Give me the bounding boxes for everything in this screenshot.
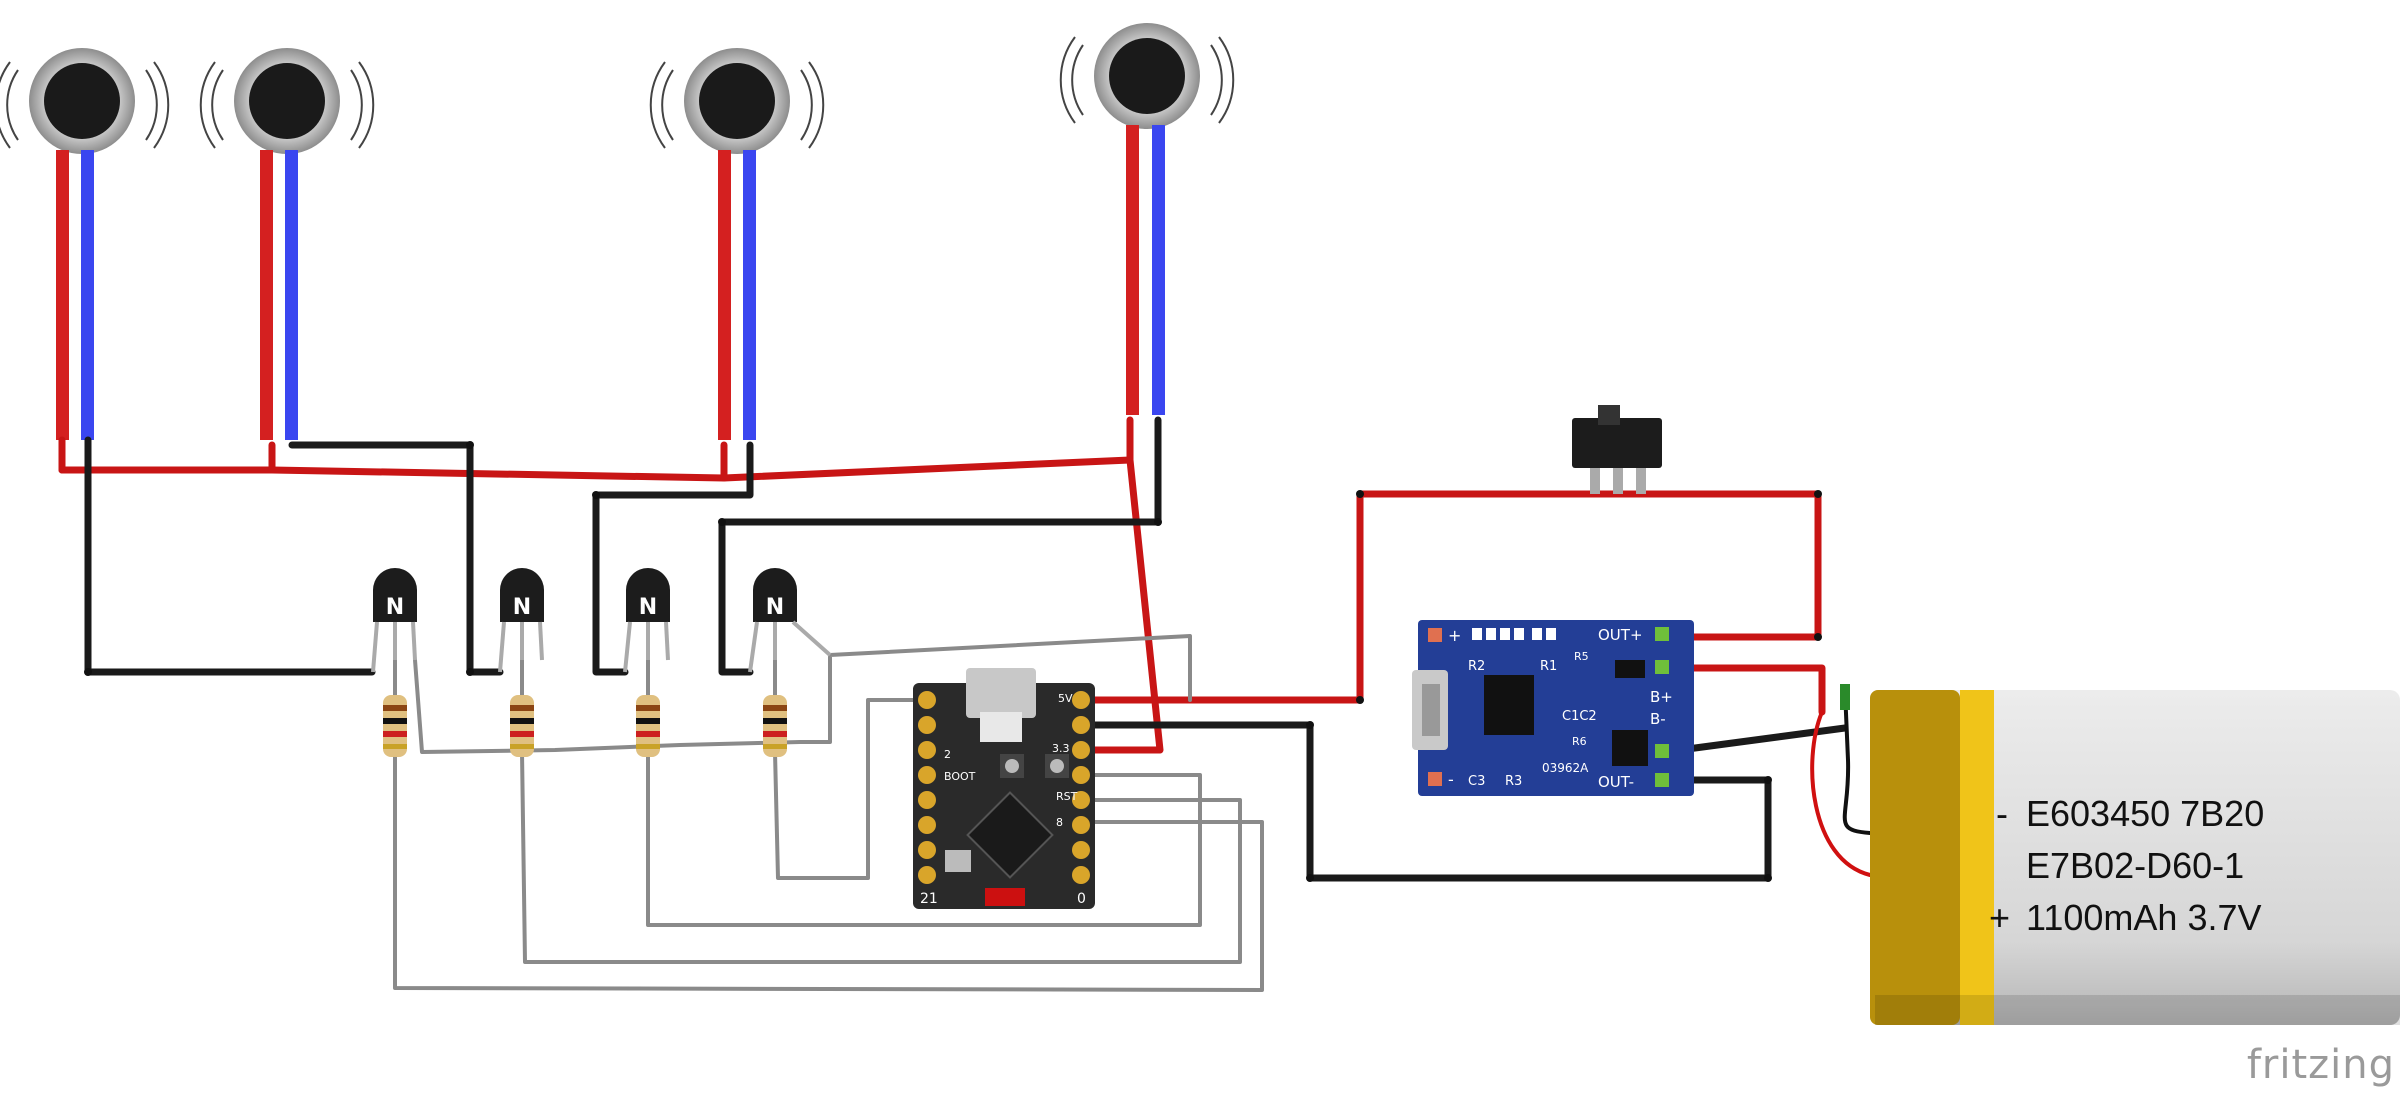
mcu-rst-label: RST (1056, 790, 1078, 803)
battery-plus-mark: + (1989, 897, 2010, 938)
resistor-2 (510, 695, 534, 757)
battery-label-line2: E7B02-D60-1 (2026, 845, 2244, 886)
transistor-2: N (498, 568, 544, 673)
transistor-3: N (623, 568, 670, 673)
charger-c3-label: C3 (1468, 774, 1485, 789)
mcu-8-label: 8 (1056, 816, 1063, 829)
transistor-4: N (748, 568, 832, 673)
charger-r1-label: R1 (1540, 659, 1557, 674)
wire-junctions (84, 441, 1822, 882)
signal-wires (393, 634, 1264, 992)
charger-c1c2-label: C1C2 (1562, 709, 1597, 724)
mcu-2-label: 2 (944, 748, 951, 761)
charger-b-plus-label: B+ (1650, 688, 1673, 706)
battery-leads (1810, 684, 1872, 877)
battery-label-line3: 1100mAh 3.7V (2026, 897, 2262, 938)
transistor-4-mark: N (766, 595, 784, 620)
charger-r6-label: R6 (1572, 735, 1587, 748)
transistor-1-mark: N (386, 595, 404, 620)
charger-r3-label: R3 (1505, 774, 1522, 789)
motor-return-wires (84, 416, 1162, 676)
red-power-rail (58, 416, 1164, 754)
charger-minus-label: - (1448, 770, 1454, 789)
mcu-left-pins (918, 691, 936, 884)
resistor-1 (383, 695, 407, 757)
vibration-motor-1 (0, 48, 170, 440)
mcu-right-pins (1072, 691, 1090, 884)
transistor-2-mark: N (513, 595, 531, 620)
microcontroller-board: 5V 3.3 RST BOOT 2 8 21 0 (913, 668, 1095, 909)
slide-switch (1572, 405, 1662, 494)
lipo-battery: - + E603450 7B20 E7B02-D60-1 1100mAh 3.7… (1870, 690, 2400, 1025)
charger-out-plus-label: OUT+ (1598, 626, 1643, 644)
mcu-5v-label: 5V (1058, 692, 1073, 705)
charger-r5-label: R5 (1574, 650, 1589, 663)
fritzing-logo: fritzing (2247, 1042, 2395, 1088)
mcu-21-label: 21 (920, 891, 938, 907)
mcu-boot-label: BOOT (944, 770, 976, 783)
resistor-3 (636, 695, 660, 757)
battery-minus-mark: - (1996, 793, 2008, 834)
transistor-1: N (371, 568, 417, 673)
charger-b-minus-label: B- (1650, 710, 1666, 728)
mcu-33-label: 3.3 (1052, 742, 1070, 755)
vibration-motor-3 (649, 48, 825, 440)
charger-module: + - OUT+ OUT- B+ B- R2 R1 R5 C1C2 R6 C3 … (1412, 620, 1694, 796)
transistor-3-mark: N (639, 595, 657, 620)
charger-out-minus-label: OUT- (1598, 773, 1634, 791)
charger-r2-label: R2 (1468, 659, 1485, 674)
charger-plus-label: + (1448, 626, 1461, 645)
charger-code-label: 03962A (1542, 761, 1589, 775)
vibration-motor-2 (199, 48, 375, 440)
resistor-4 (763, 695, 787, 757)
vibration-motor-4 (1059, 23, 1235, 415)
battery-label-line1: E603450 7B20 (2026, 793, 2264, 834)
charger-wires (1076, 490, 1849, 882)
mcu-0-label: 0 (1077, 891, 1086, 907)
